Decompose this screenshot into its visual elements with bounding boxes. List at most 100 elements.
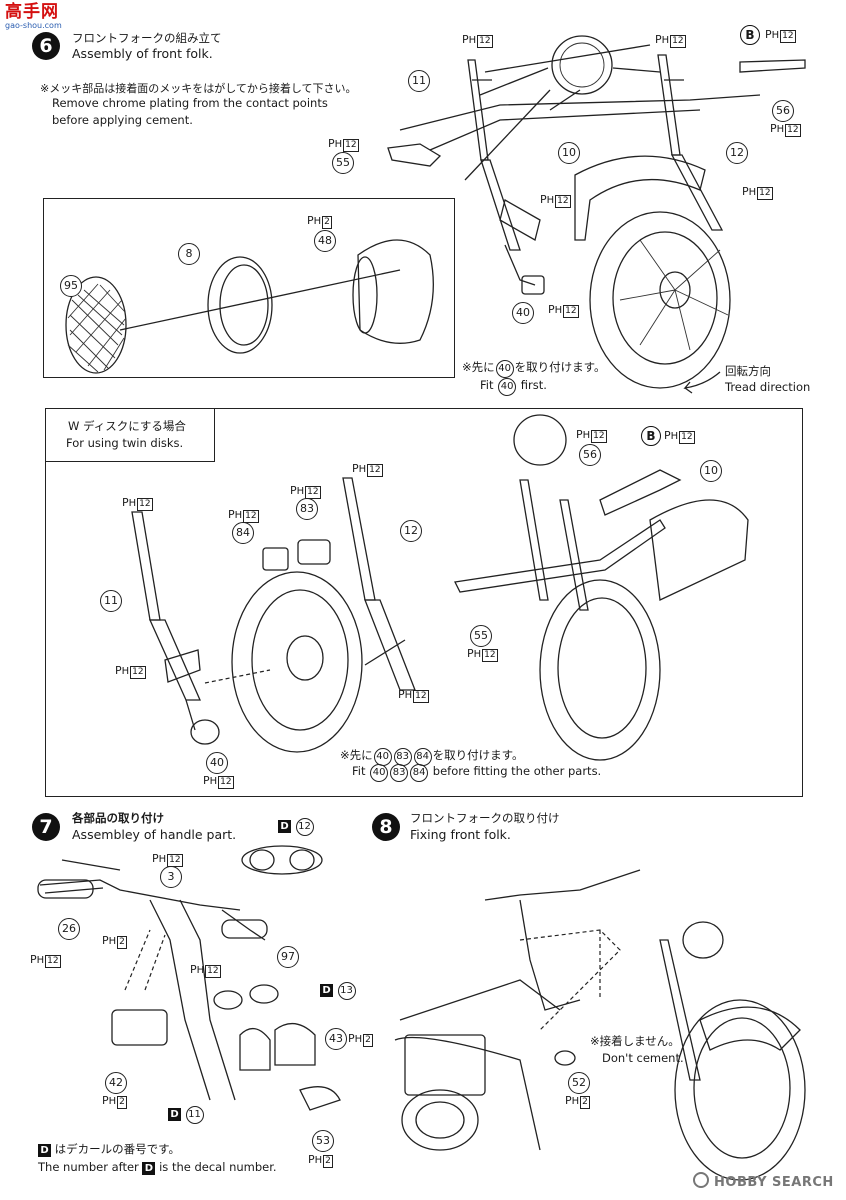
right-fork-illustration bbox=[657, 54, 724, 231]
step-7-badge: 7 bbox=[32, 813, 60, 841]
part-97: 97 bbox=[277, 946, 299, 968]
chrome-note-jp: ※メッキ部品は接着面のメッキをはがしてから接着して下さい。 bbox=[40, 82, 357, 95]
no-cement-jp: ※接着しません。 bbox=[590, 1034, 680, 1048]
twin-title-en: For using twin disks. bbox=[66, 436, 184, 450]
headlight-illustration bbox=[551, 35, 613, 95]
part-40: 40 bbox=[512, 302, 534, 324]
runner-b: B bbox=[740, 25, 760, 45]
part-83: 83 bbox=[296, 498, 318, 520]
logo-main: 高手网 bbox=[5, 2, 59, 22]
part-11: 11 bbox=[408, 70, 430, 92]
chrome-note-en-2: before applying cement. bbox=[52, 113, 193, 127]
part-84: 84 bbox=[232, 522, 254, 544]
chrome-note-en-1: Remove chrome plating from the contact p… bbox=[52, 96, 328, 110]
twin-title-jp: W ディスクにする場合 bbox=[68, 419, 186, 433]
arrow bbox=[484, 44, 651, 73]
headlight-parts-illustration bbox=[65, 239, 434, 374]
part-48: 48 bbox=[314, 230, 336, 252]
tread-en: Tread direction bbox=[725, 380, 811, 394]
lower-bracket bbox=[387, 143, 442, 167]
bridge-line bbox=[399, 94, 761, 131]
decal-note-en: The number after D is the decal number. bbox=[38, 1160, 277, 1175]
step-8-title-en: Fixing front folk. bbox=[410, 827, 511, 842]
twin-disk-illustration bbox=[131, 414, 749, 761]
part-40: 40 bbox=[206, 752, 228, 774]
step-8-title-jp: フロントフォークの取り付け bbox=[410, 811, 560, 825]
part-95: 95 bbox=[60, 275, 82, 297]
part-52: 52 bbox=[568, 1072, 590, 1094]
part-42: 42 bbox=[105, 1072, 127, 1094]
decal-12: D 12 bbox=[278, 818, 315, 836]
logo-sub: gao-shou.com bbox=[5, 21, 62, 30]
left-fork-illustration bbox=[467, 59, 545, 295]
step-8-badge: 8 bbox=[372, 813, 400, 841]
front-wheel-illustration bbox=[574, 155, 731, 389]
tread-arrow bbox=[683, 371, 721, 394]
step-6-title-en: Assembly of front folk. bbox=[72, 46, 213, 61]
fit-40-en: Fit 40 first. bbox=[480, 378, 547, 396]
watermark: HOBBY SEARCH bbox=[693, 1172, 834, 1190]
watermark-text: HOBBY SEARCH bbox=[714, 1175, 834, 1190]
handlebar-illustration bbox=[37, 845, 341, 1111]
part-56: 56 bbox=[772, 100, 794, 122]
part-55: 55 bbox=[332, 152, 354, 174]
twin-disk-box bbox=[45, 408, 803, 797]
part-10: 10 bbox=[700, 460, 722, 482]
part-3: 3 bbox=[160, 866, 182, 888]
watermark-icon bbox=[693, 1172, 709, 1188]
upper-bracket bbox=[739, 59, 806, 73]
assembled-front-illustration bbox=[394, 869, 806, 1181]
site-logo[interactable]: 高手网 gao-shou.com bbox=[5, 3, 62, 30]
decal-11: D 11 bbox=[168, 1106, 205, 1124]
part-53: 53 bbox=[312, 1130, 334, 1152]
step-7-title-en: Assembley of handle part. bbox=[72, 827, 237, 842]
part-55: 55 bbox=[470, 625, 492, 647]
part-26: 26 bbox=[58, 918, 80, 940]
decal-13: D 13 bbox=[320, 982, 357, 1000]
part-11: 11 bbox=[100, 590, 122, 612]
step-6-title-jp: フロントフォークの組み立て bbox=[72, 31, 222, 45]
twin-disk-title-box bbox=[45, 408, 215, 462]
decal-note-jp: D はデカールの番号です。 bbox=[38, 1141, 180, 1157]
part-10: 10 bbox=[558, 142, 580, 164]
runner-b: B bbox=[641, 426, 661, 446]
no-cement-en: Don't cement. bbox=[602, 1051, 684, 1065]
headlight-detail-box bbox=[43, 198, 455, 378]
step-7-title-jp: 各部品の取り付け bbox=[72, 811, 164, 825]
part-56: 56 bbox=[579, 444, 601, 466]
step-6-badge: 6 bbox=[32, 32, 60, 60]
tread-jp: 回転方向 bbox=[725, 364, 771, 378]
part-12: 12 bbox=[400, 520, 422, 542]
